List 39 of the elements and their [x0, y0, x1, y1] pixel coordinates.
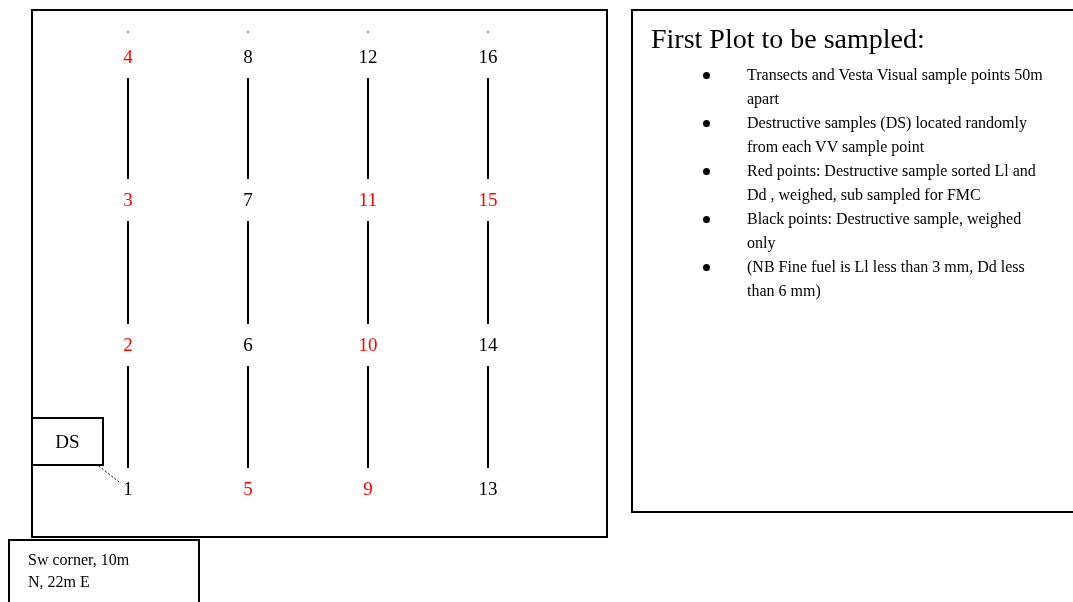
transect-line: [127, 365, 129, 469]
transect-line: [367, 220, 369, 325]
transect-line: [487, 77, 489, 180]
point-number: 6: [233, 334, 263, 356]
bullet-text: (NB Fine fuel is Ll less than 3 mm, Dd less than 6 mm): [747, 257, 1026, 302]
point-number: 8: [233, 46, 263, 68]
leader-line: [98, 465, 122, 484]
bullet-text: Black points: Destructive sample, weighed only: [747, 209, 1023, 254]
point-number: 15: [473, 189, 503, 211]
transect-line: [247, 365, 249, 469]
bullet-text: Transects and Vesta Visual sample points 50m apart: [747, 65, 1044, 110]
transect-line: [367, 365, 369, 469]
transect-line: [367, 77, 369, 180]
point-number: 11: [353, 189, 383, 211]
panel-heading: First Plot to be sampled:: [651, 23, 925, 55]
label-box: Sw corner, 10m N, 22m E: [8, 539, 200, 602]
point-number: 1: [121, 478, 135, 500]
point-number: 12: [353, 46, 383, 68]
point-number: 13: [473, 478, 503, 500]
point-number: 2: [113, 334, 143, 356]
point-number: 3: [113, 189, 143, 211]
point-number: 7: [233, 189, 263, 211]
transect-line: [127, 77, 129, 180]
point-number: 16: [473, 46, 503, 68]
point-number: 14: [473, 334, 503, 356]
transect-line: [247, 77, 249, 180]
note-panel: [631, 9, 1073, 513]
plot-boundary: [31, 9, 608, 538]
bullet-text: Red points: Destructive sample sorted Ll and Dd , weighed, sub sampled for FMC: [747, 161, 1037, 206]
bullet-text: Destructive samples (DS) located randomly from each VV sample point: [747, 113, 1028, 158]
point-number: 5: [233, 478, 263, 500]
point-number: 9: [353, 478, 383, 500]
transect-line: [247, 220, 249, 325]
transect-line: [487, 365, 489, 469]
transect-line: [487, 220, 489, 325]
point-number: 10: [353, 334, 383, 356]
transect-line: [127, 220, 129, 325]
point-number: 4: [113, 46, 143, 68]
label-box: DS: [31, 417, 104, 466]
